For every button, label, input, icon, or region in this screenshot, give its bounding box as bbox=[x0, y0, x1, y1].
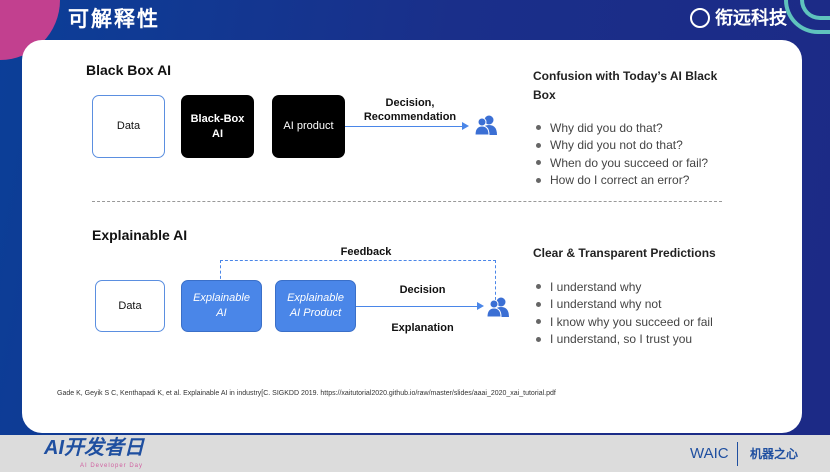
arrow-head bbox=[477, 302, 484, 310]
users-icon bbox=[474, 115, 497, 136]
transparent-heading: Clear & Transparent Predictions bbox=[533, 246, 716, 260]
explainable-ai-box: Explainable AI bbox=[181, 280, 262, 332]
decor-ring bbox=[800, 0, 830, 20]
ai-product-box: AI product bbox=[272, 95, 345, 158]
logo-icon bbox=[690, 8, 710, 28]
footer-divider bbox=[737, 442, 738, 466]
explainable-ai-product-box: Explainable AI Product bbox=[275, 280, 356, 332]
black-box-ai-box: Black-Box AI bbox=[181, 95, 254, 158]
transparent-list: I understand why I understand why not I … bbox=[533, 278, 713, 348]
data-box: Data bbox=[95, 280, 165, 332]
arrow-line bbox=[345, 126, 463, 127]
event-logo: AI开发者日 bbox=[44, 437, 144, 459]
partner-logo: 机器之心 bbox=[750, 447, 799, 461]
list-item: When do you succeed or fail? bbox=[533, 154, 708, 172]
logo-text: 衔远科技 bbox=[715, 8, 787, 28]
list-item: How do I correct an error? bbox=[533, 172, 708, 190]
decision-recommendation-label: Decision, Recommendation bbox=[363, 97, 457, 123]
waic-logo: WAIC bbox=[690, 445, 729, 462]
company-logo: 衔远科技 bbox=[690, 6, 787, 30]
list-item: I know why you succeed or fail bbox=[533, 313, 713, 331]
explanation-label: Explanation bbox=[391, 322, 454, 334]
event-subtitle: AI Developer Day bbox=[80, 463, 144, 469]
data-box: Data bbox=[92, 95, 165, 158]
users-icon bbox=[486, 297, 509, 318]
black-box-heading: Black Box AI bbox=[86, 62, 172, 78]
arrow-line bbox=[356, 306, 478, 307]
list-item: I understand why bbox=[533, 278, 713, 296]
page-title: 可解释性 bbox=[68, 8, 160, 31]
confusion-heading: Confusion with Today’s AI Black Box bbox=[533, 69, 718, 102]
list-item: I understand, so I trust you bbox=[533, 331, 713, 349]
explainable-heading: Explainable AI bbox=[92, 227, 188, 243]
footer bbox=[0, 435, 830, 472]
confusion-list: Why did you do that? Why did you not do … bbox=[533, 119, 708, 189]
list-item: Why did you do that? bbox=[533, 119, 708, 137]
list-item: I understand why not bbox=[533, 296, 713, 314]
list-item: Why did you not do that? bbox=[533, 137, 708, 155]
citation: Gade K, Geyik S C, Kenthapadi K, et al. … bbox=[57, 390, 556, 397]
feedback-label: Feedback bbox=[340, 246, 392, 258]
arrow-head bbox=[462, 122, 469, 130]
section-divider bbox=[92, 201, 722, 202]
decision-label: Decision bbox=[399, 284, 446, 296]
